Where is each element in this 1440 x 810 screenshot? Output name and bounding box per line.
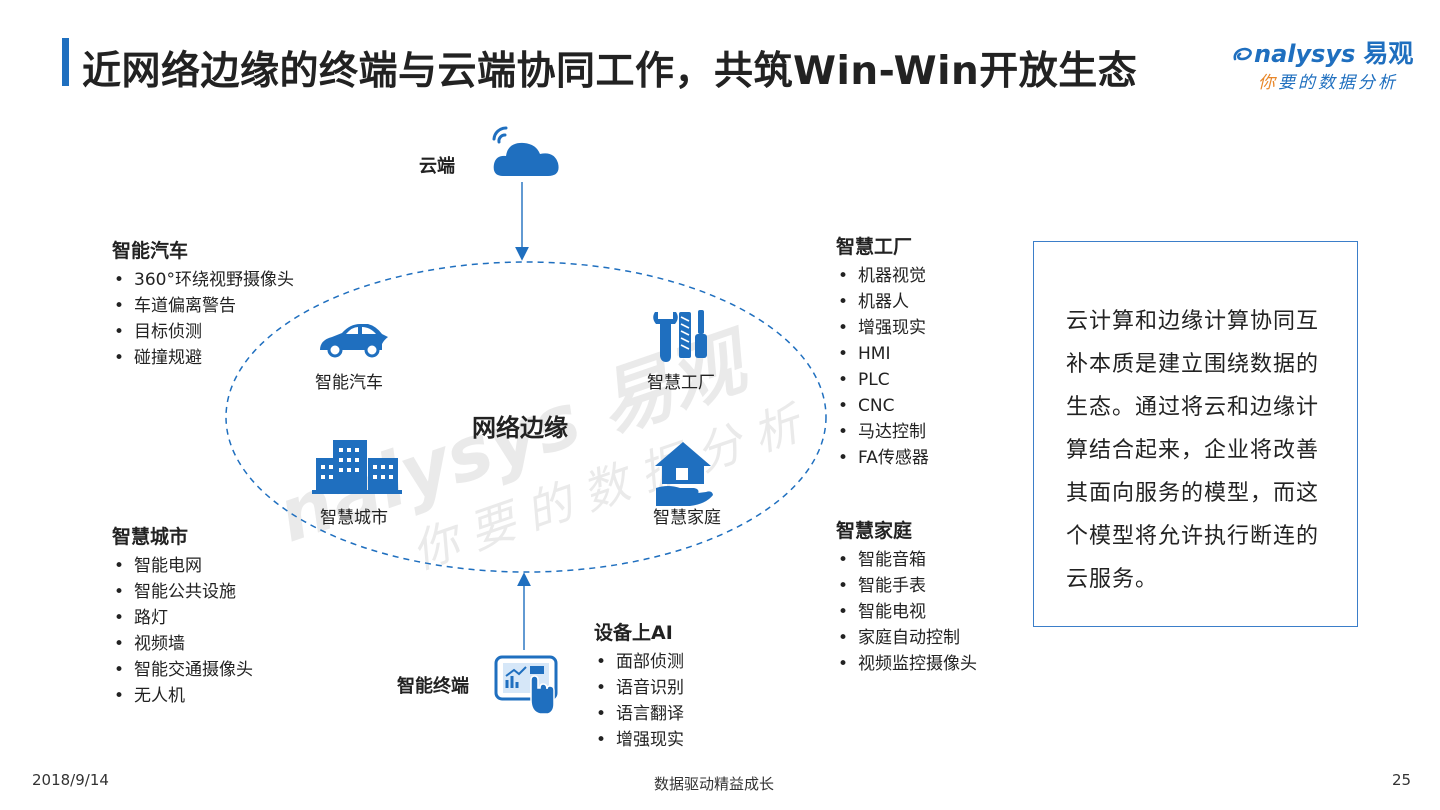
group-title-factory: 智慧工厂 <box>836 236 913 258</box>
page-title: 近网络边缘的终端与云端协同工作，共筑Win-Win开放生态 <box>82 49 1138 94</box>
list-item: 语音识别 <box>594 675 684 701</box>
node-label-car: 智能汽车 <box>315 373 383 393</box>
title-accent-bar <box>62 38 69 86</box>
description-box: 云计算和边缘计算协同互补本质是建立围绕数据的生态。通过将云和边缘计算结合起来，企… <box>1033 241 1358 627</box>
list-item: 视频监控摄像头 <box>836 651 977 677</box>
network-edge-ellipse <box>225 261 827 573</box>
list-item: 目标侦测 <box>112 319 294 345</box>
group-title-city: 智慧城市 <box>112 526 189 548</box>
group-home: 智慧家庭 智能音箱 智能手表 智能电视 家庭自动控制 视频监控摄像头 <box>836 516 977 677</box>
description-text: 云计算和边缘计算协同互补本质是建立围绕数据的生态。通过将云和边缘计算结合起来，企… <box>1066 309 1320 592</box>
list-device-ai: 面部侦测 语音识别 语言翻译 增强现实 <box>594 649 684 753</box>
cloud-label: 云端 <box>419 156 455 177</box>
group-city: 智慧城市 智能电网 智能公共设施 路灯 视频墙 智能交通摄像头 无人机 <box>112 522 253 709</box>
car-icon <box>320 324 388 358</box>
cloud-icon <box>492 126 559 176</box>
buildings-icon <box>312 440 402 494</box>
group-title-device-ai: 设备上AI <box>594 622 673 644</box>
list-item: CNC <box>836 393 929 419</box>
logo-brand: nalysys <box>1254 40 1356 68</box>
list-city: 智能电网 智能公共设施 路灯 视频墙 智能交通摄像头 无人机 <box>112 553 253 709</box>
list-item: 增强现实 <box>836 315 929 341</box>
group-car: 智能汽车 360°环绕视野摄像头 车道偏离警告 目标侦测 碰撞规避 <box>112 236 294 371</box>
list-item: 碰撞规避 <box>112 345 294 371</box>
list-item: 机器人 <box>836 289 929 315</box>
list-item: 视频墙 <box>112 631 253 657</box>
list-item: 增强现实 <box>594 727 684 753</box>
list-item: 智能电视 <box>836 599 977 625</box>
logo-swoosh-icon <box>1233 47 1252 61</box>
list-item: 智能手表 <box>836 573 977 599</box>
group-title-car: 智能汽车 <box>112 240 189 262</box>
list-item: FA传感器 <box>836 445 929 471</box>
list-home: 智能音箱 智能手表 智能电视 家庭自动控制 视频监控摄像头 <box>836 547 977 677</box>
tools-icon <box>653 310 707 362</box>
list-item: 路灯 <box>112 605 253 631</box>
list-factory: 机器视觉 机器人 增强现实 HMI PLC CNC 马达控制 FA传感器 <box>836 263 929 471</box>
page-number: 25 <box>1392 771 1412 789</box>
group-device-ai: 设备上AI 面部侦测 语音识别 语言翻译 增强现实 <box>594 618 684 753</box>
list-item: 360°环绕视野摄像头 <box>112 267 294 293</box>
group-factory: 智慧工厂 机器视觉 机器人 增强现实 HMI PLC CNC 马达控制 FA传感… <box>836 232 929 471</box>
network-edge-label: 网络边缘 <box>472 414 568 442</box>
home-hand-icon <box>655 442 713 506</box>
footer-date: 2018/9/14 <box>32 771 109 789</box>
list-item: 智能音箱 <box>836 547 977 573</box>
list-item: 机器视觉 <box>836 263 929 289</box>
list-item: 智能交通摄像头 <box>112 657 253 683</box>
list-item: 智能公共设施 <box>112 579 253 605</box>
list-car: 360°环绕视野摄像头 车道偏离警告 目标侦测 碰撞规避 <box>112 267 294 371</box>
list-item: 智能电网 <box>112 553 253 579</box>
node-label-home: 智慧家庭 <box>653 508 721 528</box>
group-title-home: 智慧家庭 <box>836 520 913 542</box>
logo-slogan: 你要的数据分析 <box>1258 73 1398 93</box>
list-item: 面部侦测 <box>594 649 684 675</box>
list-item: 语言翻译 <box>594 701 684 727</box>
node-label-factory: 智慧工厂 <box>647 373 715 393</box>
list-item: PLC <box>836 367 929 393</box>
list-item: 无人机 <box>112 683 253 709</box>
tablet-icon <box>494 655 558 715</box>
logo-brand-cn: 易观 <box>1363 39 1414 68</box>
list-item: 车道偏离警告 <box>112 293 294 319</box>
node-label-city: 智慧城市 <box>320 508 388 528</box>
terminal-label: 智能终端 <box>397 676 469 697</box>
list-item: HMI <box>836 341 929 367</box>
list-item: 马达控制 <box>836 419 929 445</box>
footer-slogan: 数据驱动精益成长 <box>654 775 775 793</box>
list-item: 家庭自动控制 <box>836 625 977 651</box>
